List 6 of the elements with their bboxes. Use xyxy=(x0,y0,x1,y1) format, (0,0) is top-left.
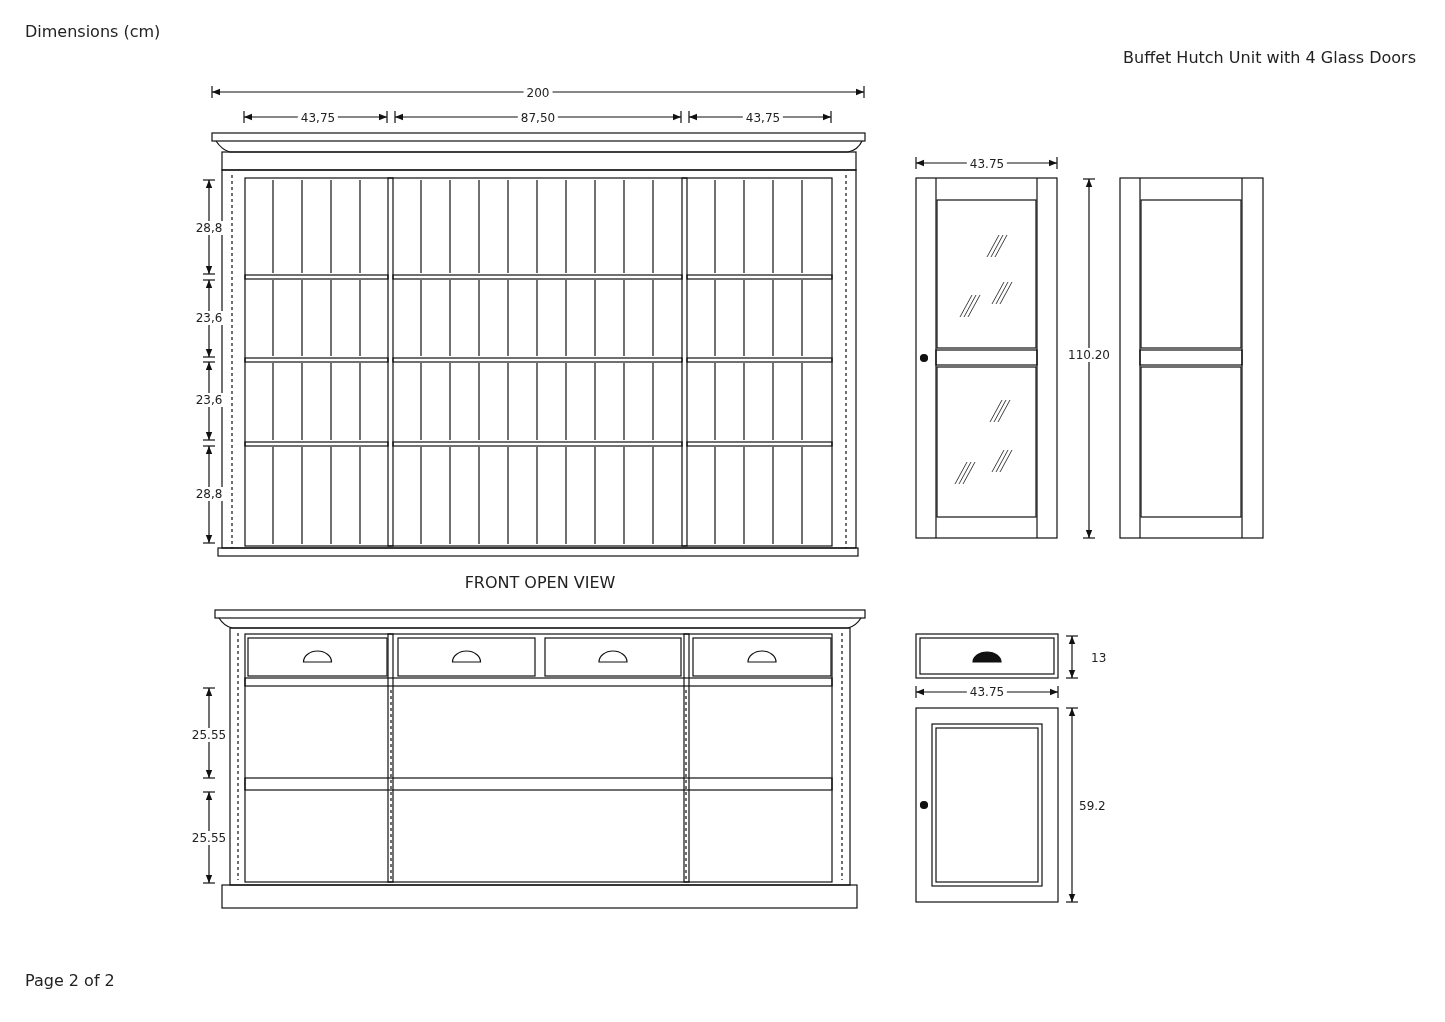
dimension-label: 43.75 xyxy=(966,157,1008,171)
dimension-label: 87,50 xyxy=(517,111,559,125)
dimension-label: 43,75 xyxy=(297,111,339,125)
dimension-label: 200 xyxy=(523,86,553,100)
dimension-label: 43.75 xyxy=(966,685,1008,699)
dimension-label: 43,75 xyxy=(742,111,784,125)
